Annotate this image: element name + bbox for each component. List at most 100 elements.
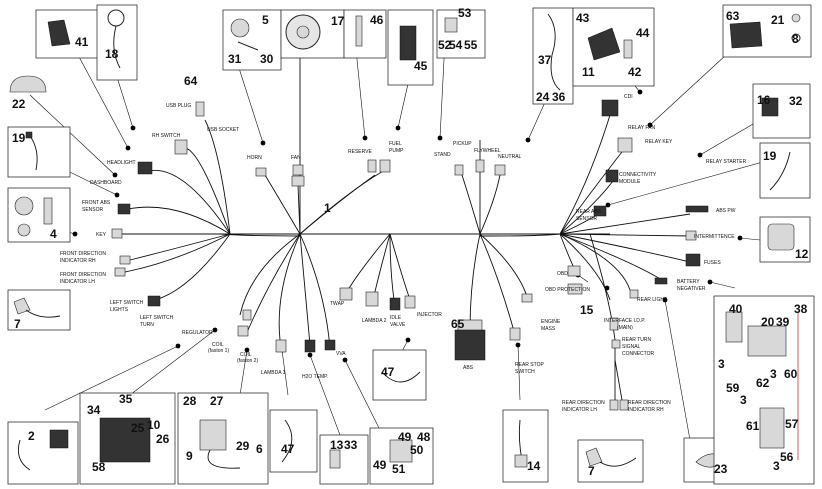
callout-42: 42 <box>628 65 642 79</box>
callout-49: 49 <box>373 458 387 472</box>
label-battery-1: BATTERY <box>677 279 700 285</box>
label-left-switch-turn-1: LEFT SWITCH <box>140 315 174 321</box>
callout-22: 22 <box>12 97 26 111</box>
label-cdi: CDI <box>624 94 633 100</box>
callout-7: 7 <box>588 464 595 478</box>
part-18-connector <box>96 4 138 81</box>
label-rdi-lh-2: INDICATOR LH <box>562 407 597 413</box>
callout-10: 10 <box>147 418 161 432</box>
label-fdi-lh-2: INDICATOR LH <box>60 279 95 285</box>
part-coil <box>177 392 269 485</box>
part-45-fuel-pump <box>387 9 434 86</box>
part-16-32-relay <box>752 83 811 139</box>
label-interface-2: (MAIN) <box>617 325 633 331</box>
part-bracket-assembly <box>713 295 815 485</box>
callout-62: 62 <box>756 376 770 390</box>
part-65-abs-unit <box>457 319 483 331</box>
label-fuel-1: FUEL <box>389 141 402 147</box>
callout-56: 56 <box>780 450 794 464</box>
label-coil-1-a: COIL <box>212 342 224 348</box>
label-lambda-1: LAMBDA 1 <box>261 370 286 376</box>
label-front-abs-1: FRONT ABS <box>82 200 111 206</box>
callout-31: 31 <box>228 52 242 66</box>
callout-13: 13 <box>330 438 344 452</box>
callout-32: 32 <box>789 94 803 108</box>
label-relay-fan: RELAY FAN <box>628 125 655 131</box>
label-dashboard: DASHBOARD <box>90 180 122 186</box>
callout-52: 52 <box>438 38 452 52</box>
callout-5: 5 <box>262 13 269 27</box>
part-46-reserve <box>343 9 387 59</box>
label-lambda-2: LAMBDA 2 <box>362 318 387 324</box>
callout-35: 35 <box>119 392 133 406</box>
callout-41: 41 <box>75 35 89 49</box>
callout-65: 65 <box>451 317 465 331</box>
label-neutral: NEUTRAL <box>498 154 522 160</box>
label-coil-1-b: (faston 1) <box>208 348 229 354</box>
label-rear-light: REAR LIGHT <box>637 297 667 303</box>
callout-20: 20 <box>761 315 775 329</box>
label-abs: ABS <box>463 365 474 371</box>
callout-51: 51 <box>392 462 406 476</box>
label-rear-stop-2: SWITCH <box>515 369 535 375</box>
callout-3: 3 <box>718 357 725 371</box>
callout-11: 11 <box>582 65 595 79</box>
part-22-cover <box>9 75 47 93</box>
callout-55: 55 <box>464 38 478 52</box>
callout-53: 53 <box>458 6 472 20</box>
part-5-31-30-horn <box>222 9 282 71</box>
part-47-lambda-2 <box>372 349 427 401</box>
callout-44: 44 <box>636 26 650 40</box>
callout-numbers: 1 2 3 3 3 3 4 5 6 7 7 8 9 10 11 12 13 14… <box>12 6 809 478</box>
label-rdi-rh-1: REAR DIRECTION <box>628 400 671 406</box>
label-fuel-2: PUMP <box>389 148 404 154</box>
callout-63: 63 <box>726 9 740 23</box>
part-12-cover <box>759 216 811 263</box>
label-rear-turn-1: REAR TURN <box>622 337 651 343</box>
callout-2: 2 <box>28 429 35 443</box>
callout-7: 7 <box>14 317 21 331</box>
callout-19: 19 <box>12 131 26 145</box>
callout-26: 26 <box>156 432 170 446</box>
callout-23: 23 <box>714 462 728 476</box>
top-branches <box>261 30 501 235</box>
label-left-switch-lights-1: LEFT SWITCH <box>110 300 144 306</box>
callout-54: 54 <box>449 38 463 52</box>
part-17-fan <box>280 9 345 59</box>
callout-38: 38 <box>794 302 808 316</box>
callout-3: 3 <box>773 459 780 473</box>
callout-21: 21 <box>771 13 785 27</box>
callout-39: 39 <box>776 315 790 329</box>
callout-46: 46 <box>370 13 384 27</box>
label-usb-plug: USB PLUG <box>166 103 191 109</box>
callout-30: 30 <box>260 52 274 66</box>
label-injector: INJECTOR <box>417 312 442 318</box>
label-abs-pw: ABS PW <box>716 208 736 214</box>
callout-47: 47 <box>381 365 395 379</box>
callout-57: 57 <box>785 417 799 431</box>
callout-8: 8 <box>792 32 799 46</box>
label-h2o-temp: H2O TEMP. <box>302 374 328 380</box>
label-idle-1: IDLE <box>390 315 402 321</box>
callout-64: 64 <box>184 74 198 88</box>
callout-49: 49 <box>398 430 412 444</box>
label-fan: FAN <box>291 155 301 161</box>
callout-58: 58 <box>92 460 106 474</box>
label-rear-abs-1: REAR ABS <box>576 209 602 215</box>
callout-25: 25 <box>131 421 145 435</box>
callout-36: 36 <box>552 90 566 104</box>
label-rear-turn-2: SIGNAL <box>622 344 641 350</box>
callout-59: 59 <box>726 381 740 395</box>
label-battery-2: NEGATIVER <box>677 286 706 292</box>
callout-12: 12 <box>795 247 809 261</box>
label-regulator: REGULATOR <box>182 330 213 336</box>
label-rdi-rh-2: INDICATOR RH <box>628 407 664 413</box>
part-19-sensor-left <box>7 126 71 178</box>
callout-9: 9 <box>186 449 193 463</box>
part-7-indicator-left <box>7 289 71 331</box>
label-rear-turn-3: CONNECTOR <box>622 351 655 357</box>
callout-28: 28 <box>183 394 197 408</box>
left-branches <box>120 119 231 301</box>
